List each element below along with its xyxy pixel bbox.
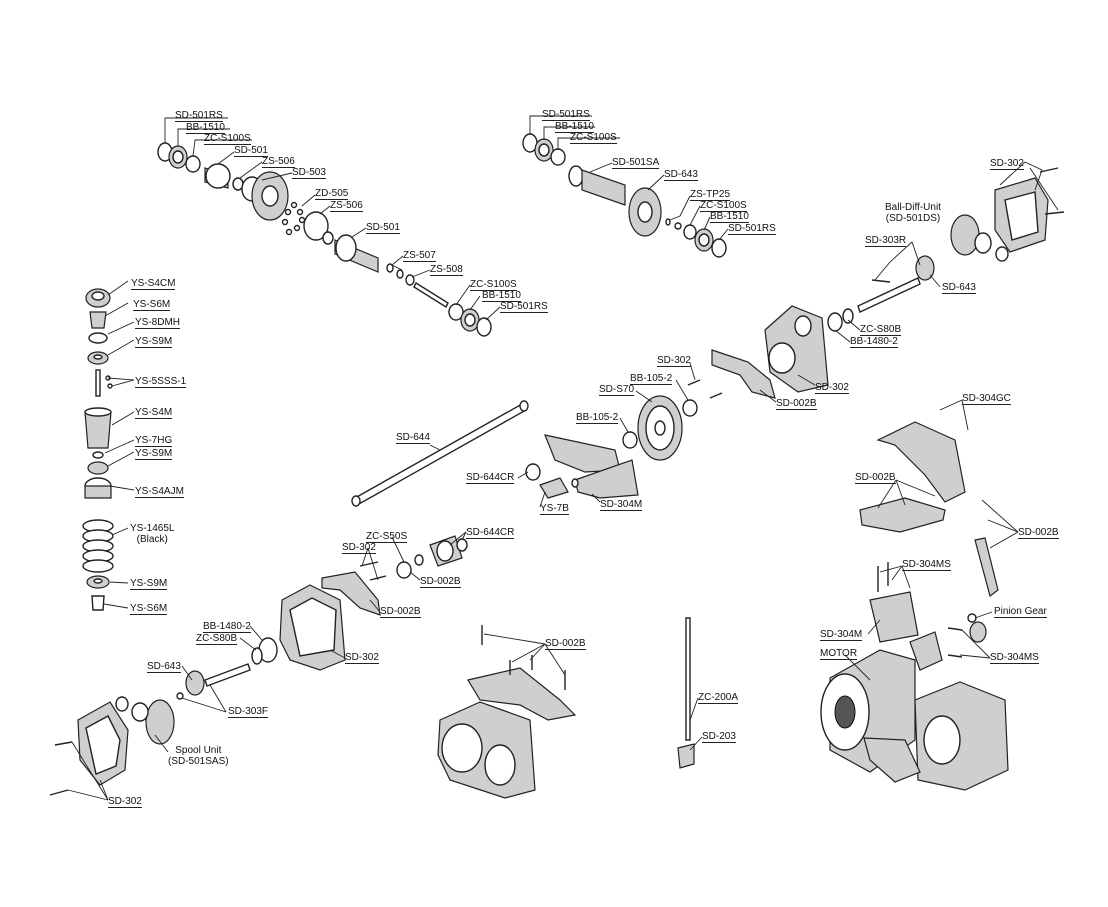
label-ys-s6m: YS-S6M [133,299,171,311]
label-sd-644cr: SD-644CR [466,472,515,484]
label-ys-8dmh: YS-8DMH [135,317,181,329]
label-zc-s100s: ZC-S100S [204,133,251,145]
front-gearbox-assembly [49,535,468,796]
rear-diff-assembly [687,167,1065,399]
label-zs-506: ZS-506 [262,156,295,168]
label-sd-302-mid: SD-302 [657,355,691,367]
label-bb-1480-2-rear: BB-1480-2 [850,336,898,348]
label-ys-s9m: YS-S9M [135,336,173,348]
ball-ring [281,201,306,236]
label-ys-7b: YS-7B [540,503,569,515]
label-ys-1465l: YS-1465L(Black) [130,523,175,545]
label-sd-304ms-b: SD-304MS [990,652,1039,664]
label-sd-203: SD-203 [702,731,736,743]
label-sd-002b-motor: SD-002B [855,472,896,484]
label-zs-506-b: ZS-506 [330,200,363,212]
label-ys-s4cm: YS-S4CM [131,278,176,290]
label-sd-643-rear: SD-643 [942,282,976,294]
label-ys-s4m: YS-S4M [135,407,173,419]
label-sd-002b-mid: SD-002B [776,398,817,410]
label-sd-304gc: SD-304GC [962,393,1011,405]
label-zc-s80b-front: ZC-S80B [196,633,238,645]
label-motor: MOTOR [820,648,858,660]
label-ys-s9m-b: YS-S9M [135,448,173,460]
label-sd-303r: SD-303R [865,235,907,247]
label-zc-s80b-rear: ZC-S80B [860,324,902,336]
label-zs-508: ZS-508 [430,264,463,276]
shock-assembly [82,288,114,611]
sd-644-shaft [353,403,528,505]
label-ys-s9m-c: YS-S9M [130,578,168,590]
label-sd-644cr-front: SD-644CR [466,527,515,539]
label-sd-501rs-b: SD-501RS [500,301,548,313]
label-bb-1510-b: BB-1510 [482,290,521,302]
front-diff-assembly [157,142,492,337]
label-bb-1510: BB-1510 [186,122,225,134]
label-zc-s100s-b: ZC-S100S [470,279,517,291]
label-bb-105-2-b: BB-105-2 [576,412,619,424]
label-sd-501rs-c: SD-501RS [542,109,590,121]
label-sd-002b-center: SD-002B [545,638,586,650]
label-bb-1510-d: BB-1510 [710,211,749,223]
label-bb-1480-2-front: BB-1480-2 [203,621,251,633]
label-sd-302-front: SD-302 [342,542,376,554]
label-sd-501rs: SD-501RS [175,110,223,122]
label-sd-302-front-b: SD-302 [345,652,379,664]
label-zc-s50s: ZC-S50S [366,531,408,543]
label-sd-002b-front: SD-002B [420,576,461,588]
label-zc-s100s-c: ZC-S100S [570,132,617,144]
label-sd-501-b: SD-501 [366,222,400,234]
label-sd-304m-motor: SD-304M [820,629,863,641]
label-sd-643: SD-643 [664,169,698,181]
label-zs-tp25: ZS-TP25 [690,189,731,201]
label-sd-302-front-c: SD-302 [108,796,142,808]
label-sd-s70: SD-S70 [599,384,635,396]
label-sd-501rs-d: SD-501RS [728,223,776,235]
label-sd-302-rear: SD-302 [990,158,1024,170]
shock-spring [82,519,114,573]
label-ys-s6m-b: YS-S6M [130,603,168,615]
label-sd-302-rear-b: SD-302 [815,382,849,394]
label-ys-5sss-1: YS-5SSS-1 [135,376,187,388]
leader-lines [67,115,1059,801]
spur-gear-assembly [351,395,698,507]
label-spool-unit: Spool Unit(SD-501SAS) [168,745,229,767]
label-zd-505: ZD-505 [315,188,349,200]
label-pinion-gear: Pinion Gear [994,606,1047,618]
label-bb-105-2: BB-105-2 [630,373,673,385]
label-sd-303f: SD-303F [228,706,269,718]
label-sd-002b-front-b: SD-002B [380,606,421,618]
label-sd-002b-motor-b: SD-002B [1018,527,1059,539]
center-gearbox-assembly [437,617,695,799]
label-sd-304m-mid: SD-304M [600,499,643,511]
label-ball-diff-unit: Ball-Diff-Unit(SD-501DS) [885,202,941,224]
label-sd-304ms: SD-304MS [902,559,951,571]
label-zc-200a: ZC-200A [698,692,739,704]
label-bb-1510-c: BB-1510 [555,121,594,133]
label-sd-644: SD-644 [396,432,430,444]
label-sd-503: SD-503 [292,167,326,179]
label-sd-501: SD-501 [234,145,268,157]
motor-assembly [820,421,1009,791]
center-diff-assembly [522,133,727,258]
label-zs-507: ZS-507 [403,250,436,262]
label-sd-501sa: SD-501SA [612,157,660,169]
label-ys-s4ajm: YS-S4AJM [135,486,184,498]
zc-200a-rod [685,617,691,741]
label-sd-643-front: SD-643 [147,661,181,673]
label-ys-7hg: YS-7HG [135,435,173,447]
label-zc-s100s-d: ZC-S100S [700,200,747,212]
